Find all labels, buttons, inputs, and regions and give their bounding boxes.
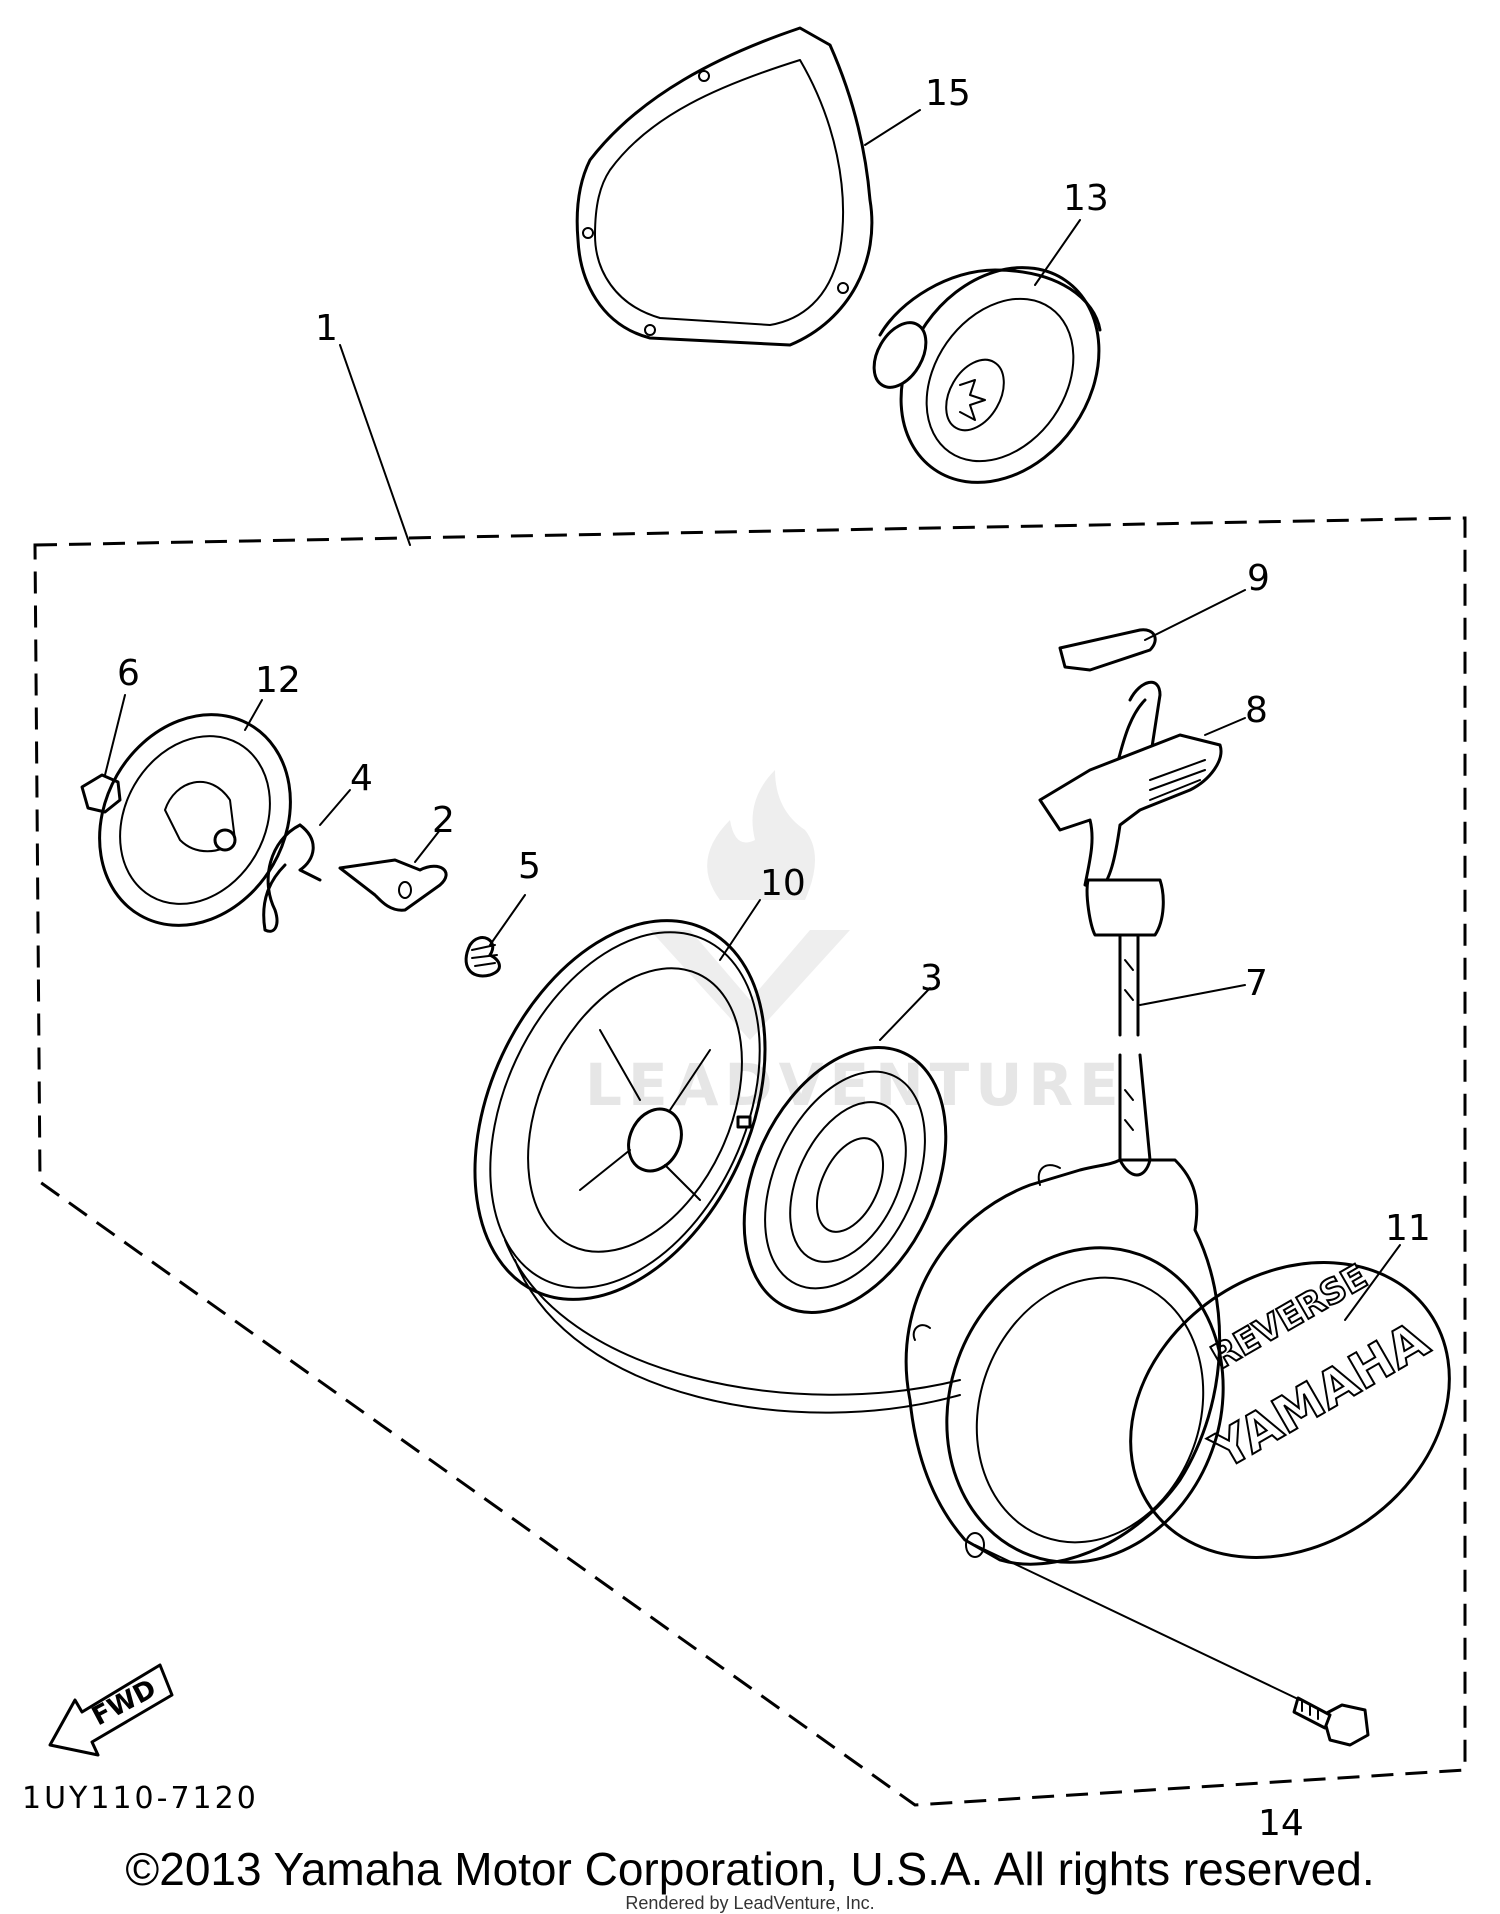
callout-13: 13 bbox=[1063, 178, 1109, 219]
fwd-arrow: FWD bbox=[48, 1663, 174, 1757]
starter-case bbox=[904, 1158, 1225, 1566]
part-11-decal: YAMAHA REVERSE bbox=[1129, 1256, 1451, 1559]
part-13-drive-cup bbox=[872, 266, 1102, 484]
callout-10: 10 bbox=[760, 863, 806, 904]
drawing-code: 1UY110-7120 bbox=[22, 1781, 259, 1816]
callout-15: 15 bbox=[925, 73, 971, 114]
rope-loop bbox=[504, 1239, 961, 1414]
part-10-reel bbox=[473, 919, 767, 1301]
callout-2: 2 bbox=[432, 800, 455, 841]
callout-11: 11 bbox=[1385, 1208, 1431, 1249]
part-15-gasket bbox=[575, 26, 874, 347]
part-4-clip bbox=[262, 823, 322, 933]
assembly-boundary bbox=[33, 516, 1467, 1807]
watermark-text: LEADVENTURE bbox=[585, 1051, 1125, 1119]
callouts: 15 13 1 9 8 7 3 10 11 14 5 2 4 12 6 bbox=[117, 73, 1431, 1844]
callout-4: 4 bbox=[350, 758, 373, 799]
rendered-by-note: Rendered by LeadVenture, Inc. bbox=[625, 1893, 875, 1913]
callout-12: 12 bbox=[255, 660, 301, 701]
part-2-pawl bbox=[338, 858, 448, 912]
callout-9: 9 bbox=[1247, 558, 1270, 599]
callout-8: 8 bbox=[1245, 690, 1268, 731]
callout-7: 7 bbox=[1245, 963, 1268, 1004]
part-3-spring bbox=[736, 1046, 948, 1314]
callout-1: 1 bbox=[315, 308, 338, 349]
watermark: LEADVENTURE bbox=[585, 770, 1125, 1119]
part-12-plate bbox=[98, 713, 292, 927]
leader-lines bbox=[104, 109, 1401, 1701]
part-9-cap bbox=[1058, 628, 1157, 672]
part-8-handle bbox=[1038, 681, 1223, 937]
callout-5: 5 bbox=[518, 846, 541, 887]
copyright-notice: ©2013 Yamaha Motor Corporation, U.S.A. A… bbox=[125, 1843, 1375, 1895]
part-5-spring bbox=[464, 936, 501, 978]
callout-3: 3 bbox=[920, 958, 943, 999]
part-14-bolt bbox=[1292, 1696, 1370, 1747]
callout-14: 14 bbox=[1258, 1803, 1304, 1844]
part-6-nut bbox=[80, 773, 122, 814]
callout-6: 6 bbox=[117, 653, 140, 694]
